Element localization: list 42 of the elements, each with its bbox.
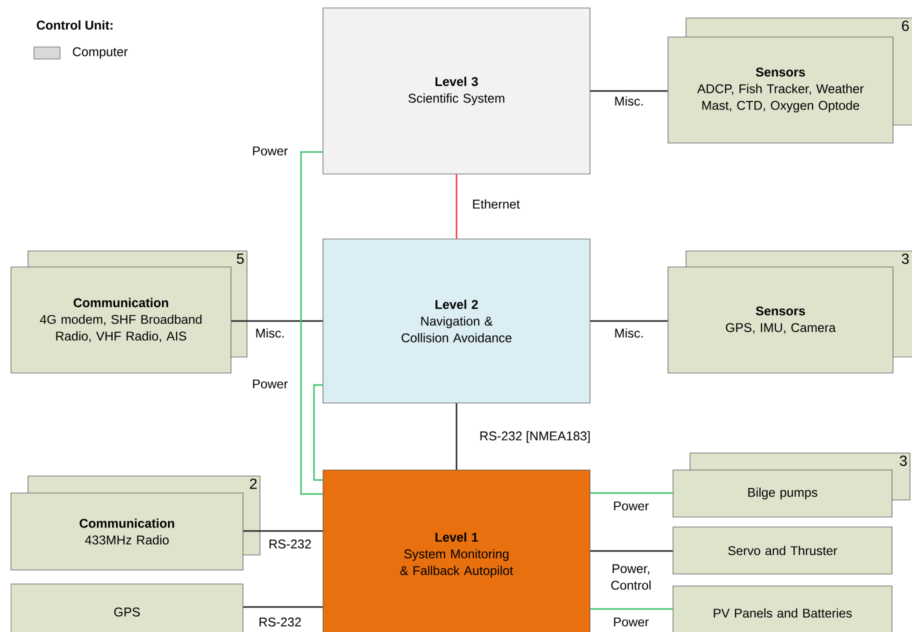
level-box: Level 2 Navigation & Collision Avoidance [322,238,590,404]
edge-label: Power, Control [602,562,660,592]
connector [590,492,673,494]
edge-label: Misc. [254,327,286,339]
edge-label: Power [612,616,650,628]
device-box: Communication 4G modem, SHF Broadband Radio, VHF Radio, AIS [10,266,232,374]
connector [243,606,323,608]
connector [590,608,673,610]
level-box: Level 1 System Monitoring & Fallback Autopilot [322,470,590,632]
count-label: 2 [250,478,257,489]
edge-label: Power [612,500,650,512]
edge-label: Misc. [612,95,646,107]
edge-label: Power [250,145,290,157]
count-label: 5 [236,254,244,264]
device-box: Sensors GPS, IMU, Camera [668,266,894,374]
edge-label: RS-232 [NMEA183] [478,430,592,444]
device-box: Bilge pumps [672,470,892,518]
connector [590,320,668,322]
device-box: Servo and Thruster [672,526,892,574]
connector [456,403,458,470]
edge-label: RS-232 [257,616,303,628]
count-label: 3 [900,456,907,466]
connector [590,90,668,92]
connector [313,384,323,481]
count-label: 6 [902,20,909,31]
edge-label: RS-232 [267,538,313,550]
edge-label: Ethernet [470,198,522,210]
edge-label: Power [250,378,290,390]
level-box: Level 3 Scientific System [322,8,590,174]
connector [456,174,458,239]
device-box: Communication 433MHz Radio [10,492,244,570]
connector [231,320,323,322]
count-label: 3 [902,254,909,264]
connector [300,151,323,495]
device-box: Sensors ADCP, Fish Tracker, Weather Mast, CTD, Oxygen Optode [668,36,894,144]
device-box: GPS [10,584,244,632]
legend-text: Computer [72,47,128,59]
connector [243,530,323,532]
edge-label: Misc. [612,327,646,339]
connector [590,550,673,552]
legend-title: Control Unit: [36,20,112,30]
device-box: PV Panels and Batteries [672,586,892,632]
